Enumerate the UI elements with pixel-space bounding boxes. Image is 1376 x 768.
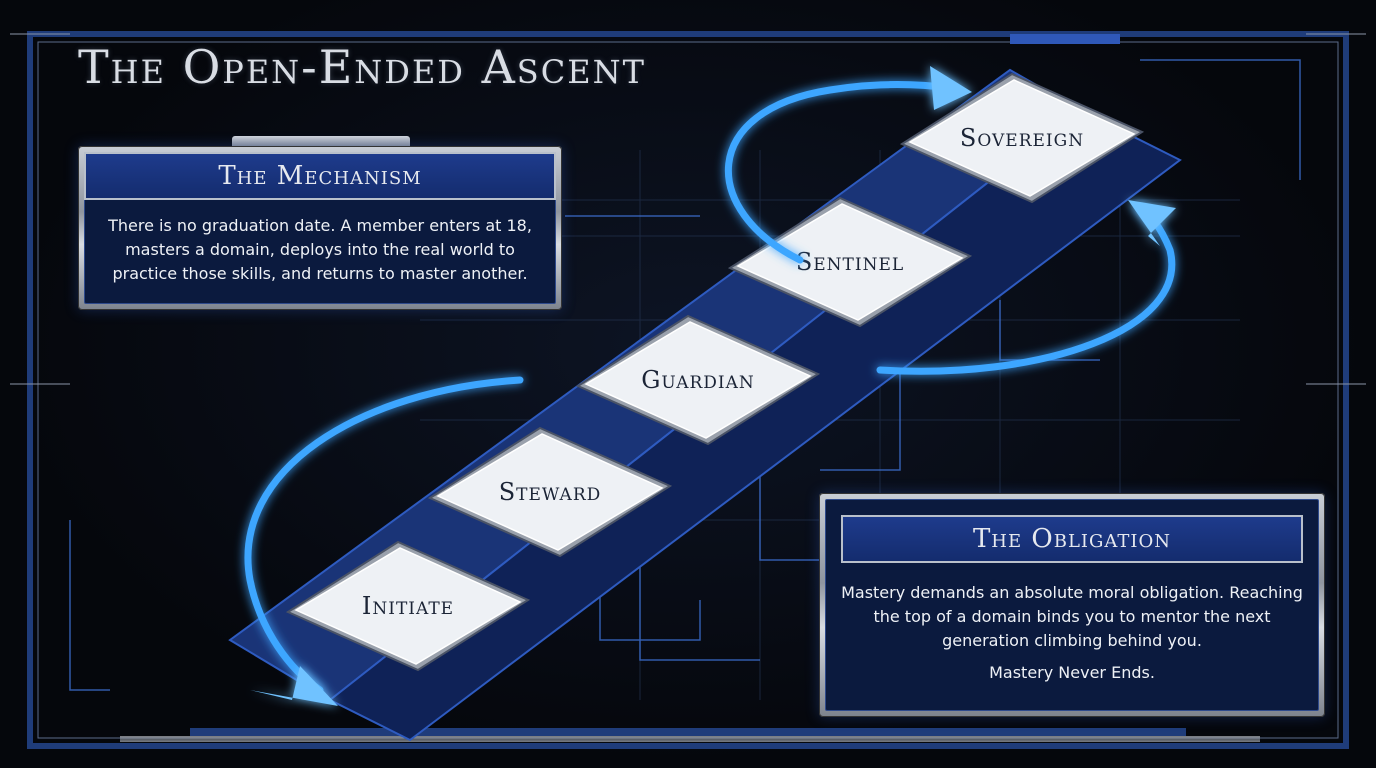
outer-frame bbox=[10, 31, 1366, 749]
mechanism-heading: The Mechanism bbox=[84, 152, 556, 200]
step-plate bbox=[294, 547, 522, 665]
step-plate bbox=[584, 321, 812, 439]
obligation-body-wrap: Mastery demands an absolute moral obliga… bbox=[833, 581, 1311, 685]
page-title: The Open-Ended Ascent bbox=[78, 40, 646, 94]
obligation-heading: The Obligation bbox=[841, 515, 1303, 563]
circuit-lines bbox=[69, 59, 1301, 691]
step-label: Guardian bbox=[641, 366, 755, 394]
arrowhead-icon bbox=[930, 66, 972, 110]
mechanism-tab bbox=[232, 136, 410, 146]
step-label: Sovereign bbox=[960, 124, 1084, 152]
arrow-top-loop bbox=[724, 81, 954, 264]
arrowhead-icon bbox=[250, 666, 338, 706]
step-label: Steward bbox=[499, 478, 602, 506]
arrowhead-icon bbox=[1128, 200, 1176, 246]
step-label: Initiate bbox=[362, 592, 454, 620]
obligation-body: Mastery demands an absolute moral obliga… bbox=[841, 583, 1303, 650]
arrowheads bbox=[250, 66, 1176, 706]
arrow-down-left bbox=[244, 376, 524, 694]
step-steward: Steward bbox=[427, 426, 673, 558]
obligation-panel: The Obligation Mastery demands an absolu… bbox=[819, 493, 1325, 717]
step-initiate: Initiate bbox=[285, 540, 531, 672]
mechanism-body: There is no graduation date. A member en… bbox=[108, 216, 532, 283]
step-guardian: Guardian bbox=[575, 314, 821, 446]
step-plate bbox=[736, 203, 964, 321]
steps-layer: Initiate Steward Guardian Sentinel Sovereign bbox=[285, 72, 1145, 672]
step-sentinel: Sentinel bbox=[727, 196, 973, 328]
mechanism-panel: The Mechanism There is no graduation dat… bbox=[78, 146, 562, 310]
step-plate bbox=[908, 79, 1136, 197]
step-label: Sentinel bbox=[796, 248, 904, 276]
obligation-closing: Mastery Never Ends. bbox=[989, 663, 1155, 682]
step-plate bbox=[436, 433, 664, 551]
step-sovereign: Sovereign bbox=[899, 72, 1145, 204]
